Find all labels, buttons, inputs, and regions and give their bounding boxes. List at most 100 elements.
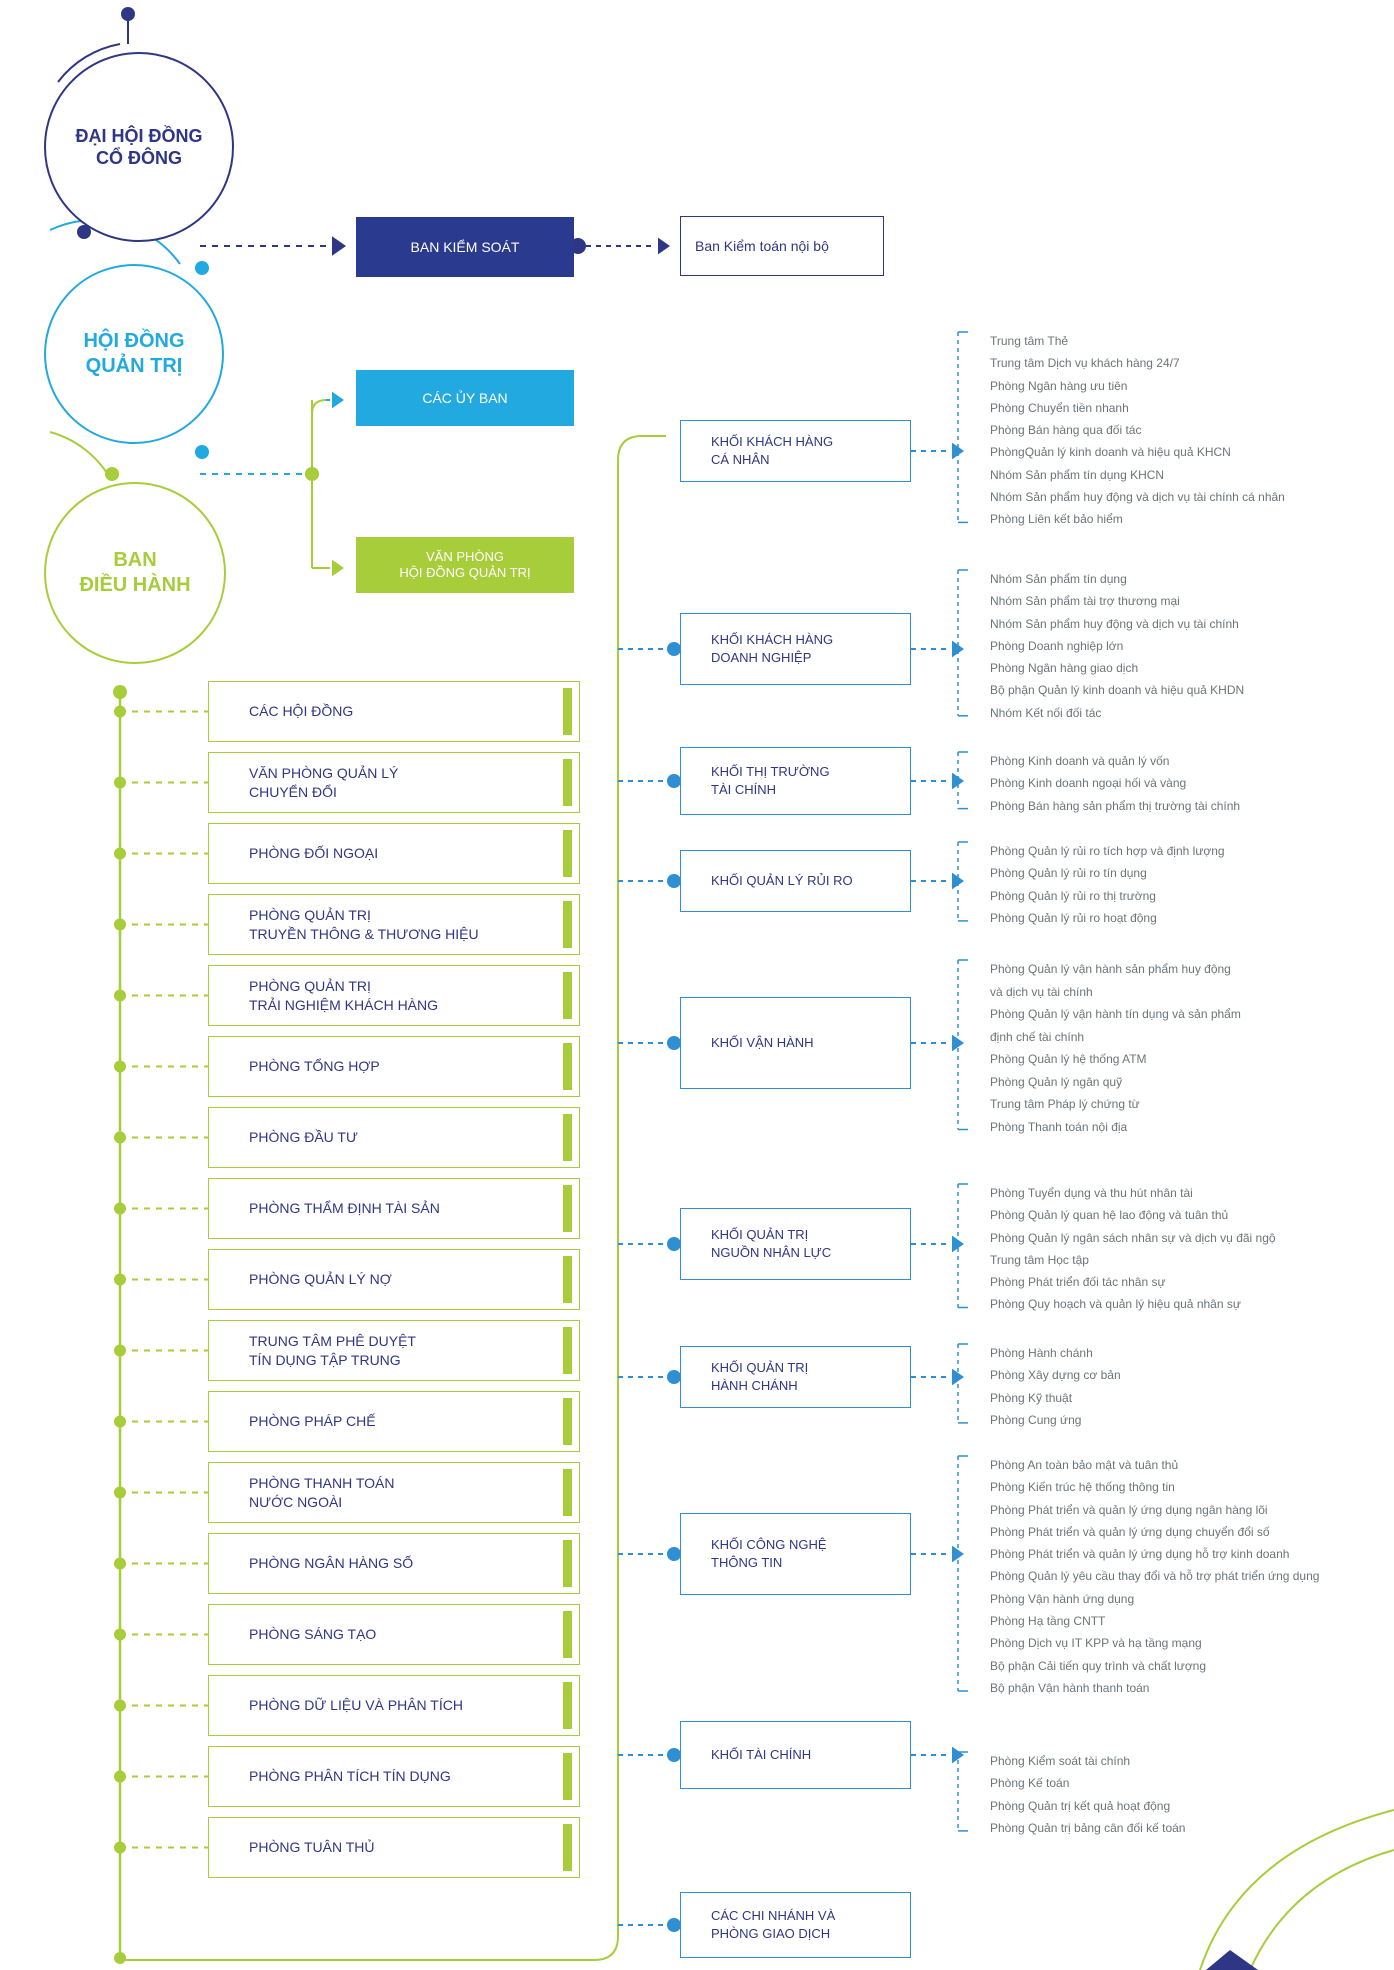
department-box: PHÒNG DỮ LIỆU VÀ PHÂN TÍCH: [208, 1675, 580, 1736]
department-accent-bar: [563, 901, 572, 948]
department-label-line: PHÒNG QUẢN TRỊ: [249, 978, 371, 995]
arrow-board-office: [332, 559, 344, 577]
division-label: KHỐI QUẢN LÝ RỦI RO: [711, 872, 853, 890]
unit-item: Phòng Phát triển và quản lý ứng dụng hỗ …: [990, 1547, 1290, 1562]
board-office-line-2: HỘI ĐỒNG QUẢN TRỊ: [399, 565, 531, 580]
unit-item: Phòng Quản lý rủi ro tín dụng: [990, 866, 1147, 881]
unit-item: Phòng Phát triển và quản lý ứng dụng ngâ…: [990, 1502, 1268, 1517]
division-dot: [667, 1036, 681, 1050]
executive-outer-arc: [49, 431, 111, 479]
unit-item: Phòng Quản lý ngân sách nhân sự và dịch …: [990, 1230, 1276, 1245]
unit-item: Phòng Ngân hàng giao dịch: [990, 661, 1139, 676]
division-label-line: KHỐI VẬN HÀNH: [711, 1035, 814, 1051]
unit-item: Phòng Vận hành ứng dụng: [990, 1591, 1135, 1606]
unit-item: Phòng Quản lý quan hệ lao động và tuân t…: [990, 1208, 1229, 1223]
department-label-line: TRUYỀN THÔNG & THƯƠNG HIỆU: [249, 925, 479, 942]
department-label: PHÒNG SÁNG TẠO: [249, 1625, 376, 1643]
unit-item: Phòng Phát triển và quản lý ứng dụng chu…: [990, 1524, 1270, 1539]
unit-item: Phòng Ngân hàng ưu tiên: [990, 378, 1128, 393]
corner-shape: [1206, 1950, 1258, 1970]
unit-item: Phòng Quản lý rủi ro tích hợp và định lư…: [990, 844, 1225, 858]
division-label-line: PHÒNG GIAO DỊCH: [711, 1926, 831, 1941]
unit-item: Nhóm Sản phẩm tài trợ thương mại: [990, 594, 1180, 609]
department-label-line: PHÒNG ĐỐI NGOẠI: [249, 845, 379, 862]
department-label-line: PHÒNG PHÂN TÍCH TÍN DỤNG: [249, 1768, 451, 1785]
board-top-dot: [195, 261, 209, 275]
department-label-line: TRẢI NGHIỆM KHÁCH HÀNG: [249, 996, 439, 1013]
division-dot: [667, 774, 681, 788]
shareholders-line-2: CỔ ĐÔNG: [95, 148, 182, 168]
executive-line-2: ĐIỀU HÀNH: [79, 574, 191, 596]
unit-item: Phòng Quản lý rủi ro thị trường: [990, 888, 1156, 903]
shareholders-bottom-dot: [77, 225, 91, 239]
department-box: PHÒNG NGÂN HÀNG SỐ: [208, 1533, 580, 1594]
shareholders-circle: ĐẠI HỘI ĐỒNG CỔ ĐÔNG: [44, 52, 234, 242]
department-accent-bar: [563, 1753, 572, 1800]
board-circle: HỘI ĐỒNG QUẢN TRỊ: [44, 264, 224, 444]
unit-item: Bộ phận Quản lý kinh doanh và hiệu quả K…: [990, 683, 1245, 698]
division-label-line: CÁC CHI NHÁNH VÀ: [711, 1908, 836, 1924]
department-label-line: PHÒNG TUÂN THỦ: [249, 1839, 375, 1856]
unit-arrow: [952, 442, 964, 460]
unit-item: Phòng Quản trị kết quả hoạt động: [990, 1798, 1171, 1813]
supervisory-out-dot: [570, 238, 586, 254]
department-accent-bar: [563, 1327, 572, 1374]
board-line-2: QUẢN TRỊ: [85, 355, 183, 377]
department-label-line: PHÒNG QUẢN TRỊ: [249, 907, 371, 924]
department-label: PHÒNG TỔNG HỢP: [249, 1057, 380, 1075]
division-dot: [667, 1547, 681, 1561]
unit-item: Bộ phận Vận hành thanh toán: [990, 1680, 1150, 1695]
division-label-line: KHỐI THỊ TRƯỜNG: [711, 764, 830, 780]
division-label: KHỐI TÀI CHÍNH: [711, 1746, 811, 1764]
division-label-line: KHỐI CÔNG NGHỆ: [711, 1537, 827, 1553]
department-accent-bar: [563, 1043, 572, 1090]
department-label-line: PHÒNG DỮ LIỆU VÀ PHÂN TÍCH: [249, 1697, 463, 1714]
unit-item: Phòng Dịch vụ IT KPP và hạ tầng mạng: [990, 1636, 1202, 1651]
department-label-line: CHUYỂN ĐỔI: [249, 783, 337, 800]
department-label-line: VĂN PHÒNG QUẢN LÝ: [249, 765, 399, 782]
department-label: CÁC HỘI ĐỒNG: [249, 702, 353, 720]
division-trunk: [120, 435, 666, 1961]
division-label-line: KHỐI KHÁCH HÀNG: [711, 632, 834, 648]
department-label-line: PHÒNG PHÁP CHẾ: [249, 1413, 376, 1430]
executive-line-1: BAN: [113, 549, 157, 571]
unit-item: Phòng Doanh nghiệp lớn: [990, 638, 1124, 653]
unit-item: Phòng Chuyển tiền nhanh: [990, 400, 1129, 415]
executive-top-dot: [105, 467, 119, 481]
department-label-line: PHÒNG THẨM ĐỊNH TÀI SẢN: [249, 1200, 440, 1217]
corner-arc-1: [1199, 1809, 1394, 1970]
unit-item: Phòng Quy hoạch và quản lý hiệu quả nhân…: [990, 1297, 1241, 1312]
division-box: KHỐI QUẢN LÝ RỦI RO: [680, 850, 911, 912]
department-box: PHÒNG ĐỐI NGOẠI: [208, 823, 580, 884]
department-box: PHÒNG SÁNG TẠO: [208, 1604, 580, 1665]
shareholders-outer-arc: [57, 43, 121, 83]
spine-bottom-dot: [114, 1952, 126, 1964]
unit-item: Phòng Kinh doanh và quản lý vốn: [990, 754, 1170, 768]
unit-item: Phòng Bán hàng qua đối tác: [990, 423, 1142, 438]
unit-item: Phòng Thanh toán nội địa: [990, 1119, 1128, 1134]
shareholders-top-dot: [121, 7, 135, 21]
unit-item: Phòng Kỹ thuật: [990, 1390, 1073, 1405]
unit-item: Trung tâm Dịch vụ khách hàng 24/7: [990, 356, 1180, 371]
department-accent-bar: [563, 1469, 572, 1516]
supervisory-label: BAN KIỂM SOÁT: [410, 239, 520, 255]
unit-item: Phòng Quản lý yêu cầu thay đổi và hỗ trợ…: [990, 1569, 1320, 1584]
unit-item: Nhóm Sản phẩm huy động và dịch vụ tài ch…: [990, 616, 1239, 631]
department-accent-bar: [563, 1114, 572, 1161]
department-accent-bar: [563, 759, 572, 806]
division-label-line: HÀNH CHÁNH: [711, 1378, 798, 1393]
